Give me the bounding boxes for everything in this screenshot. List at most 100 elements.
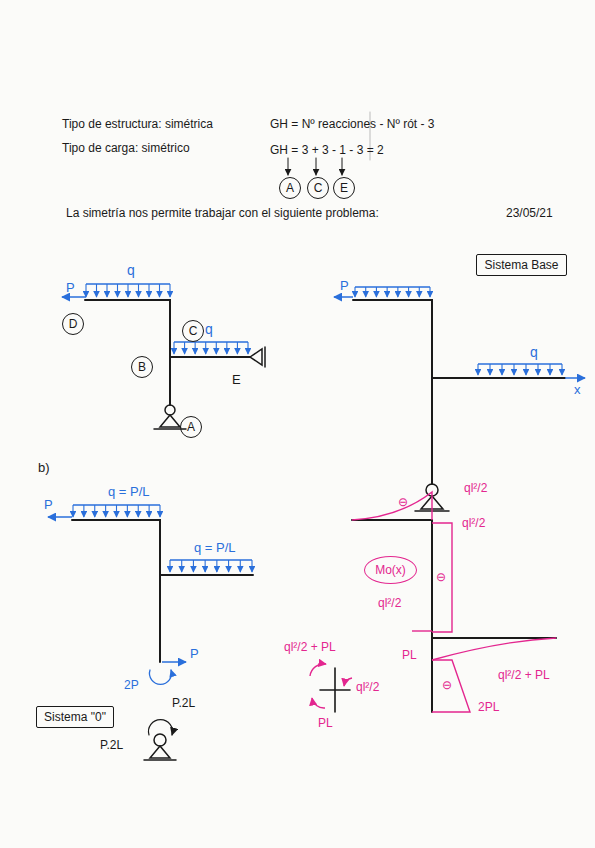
node-text: Mo(x) (375, 563, 406, 577)
point-load (162, 661, 186, 663)
annotation: P (190, 646, 199, 661)
point-load (62, 296, 86, 298)
load-arrow (354, 287, 355, 297)
load-arrow (237, 342, 238, 354)
pointer-arrow (288, 158, 289, 175)
point-label: C (307, 177, 329, 199)
load-arrow (216, 342, 217, 354)
load-arrow (408, 287, 409, 297)
pointer-arrow (316, 158, 317, 175)
point-label: A (279, 177, 301, 199)
node-text: B (138, 360, 146, 374)
node-text: Sistema "0" (44, 710, 106, 724)
pin-support (144, 746, 176, 760)
annotation: P (44, 497, 53, 512)
load-arrow (537, 364, 538, 375)
load-arrow (96, 284, 97, 297)
load-arrow (195, 342, 196, 354)
annotation: P (66, 280, 75, 295)
moment-curve (432, 638, 556, 660)
annotation: ql²/2 + PL (498, 668, 550, 683)
annotation: 2P (124, 678, 139, 693)
load-arrow (397, 287, 398, 297)
hinge (154, 734, 166, 746)
system-box: Sistema "0" (36, 706, 114, 728)
annotation: ql²/2 (462, 516, 485, 531)
load-arrow (489, 364, 490, 375)
annotation: ql²/2 (464, 481, 487, 496)
frame (85, 300, 250, 405)
annotation: PL (402, 648, 417, 663)
node-text: D (69, 317, 78, 331)
moment-arrow (150, 670, 172, 684)
annotation: x (574, 382, 581, 397)
load-arrow (226, 342, 227, 354)
annotation: b) (38, 460, 50, 475)
load-arrow (117, 284, 118, 297)
annotation: ql²/2 (356, 680, 379, 695)
node-text: C (314, 181, 323, 195)
load-arrow (94, 505, 95, 517)
frame (72, 520, 253, 662)
load-arrow (72, 505, 73, 517)
annotation: q = P/L (108, 484, 150, 499)
load-arrow (365, 287, 366, 297)
annotation: P.2L (172, 696, 195, 711)
moment-curve (412, 630, 432, 631)
moment-arrow (312, 698, 325, 708)
point-label: A (180, 416, 202, 438)
hinge (165, 405, 175, 415)
diagram-tag: Mo(x) (364, 556, 417, 584)
load-arrow (173, 342, 174, 354)
load-arrow (106, 284, 107, 297)
point-load (565, 377, 585, 379)
annotation: P (340, 278, 349, 293)
annotation: q (127, 263, 135, 278)
load-arrow (148, 284, 149, 297)
annotation: q = P/L (194, 540, 236, 555)
load-arrow (513, 364, 514, 375)
annotation: Tipo de estructura: simétrica (62, 117, 213, 132)
frame (353, 300, 565, 484)
load-arrow (138, 284, 139, 297)
point-label: D (62, 313, 84, 335)
annotation: ⊖ (436, 570, 446, 585)
load-arrow (159, 284, 160, 297)
load-arrow (127, 284, 128, 297)
node-text: E (340, 181, 348, 195)
annotation: q (530, 345, 538, 360)
load-arrow (247, 342, 248, 354)
point-load (48, 516, 72, 518)
load-arrow (105, 505, 106, 517)
load-arrow (376, 287, 377, 297)
annotation: q (205, 322, 213, 337)
load-arrow (240, 560, 241, 572)
moment-curve (352, 492, 432, 520)
load-line (478, 363, 562, 364)
annotation: GH = Nº reacciones - Nº rót - 3 (270, 117, 434, 132)
moment-curve (432, 523, 452, 632)
load-arrow (149, 505, 150, 517)
load-arrow (501, 364, 502, 375)
load-arrow (549, 364, 550, 375)
load-arrow (561, 364, 562, 375)
node-text: Sistema Base (484, 258, 558, 272)
annotation: ql²/2 + PL (284, 640, 336, 655)
load-arrow (85, 284, 86, 297)
load-arrow (116, 505, 117, 517)
load-arrow (193, 560, 194, 572)
joint-detail (320, 668, 350, 712)
pointer-arrow (342, 158, 343, 175)
load-arrow (419, 287, 420, 297)
load-arrow (181, 560, 182, 572)
pin-support (154, 415, 186, 429)
load-arrow (127, 505, 128, 517)
load-arrow (169, 560, 170, 572)
annotation: La simetría nos permite trabajar con el … (66, 206, 379, 221)
point-label: B (131, 356, 153, 378)
load-arrow (138, 505, 139, 517)
load-arrow (216, 560, 217, 572)
frame (352, 520, 556, 712)
node-text: A (286, 181, 294, 195)
